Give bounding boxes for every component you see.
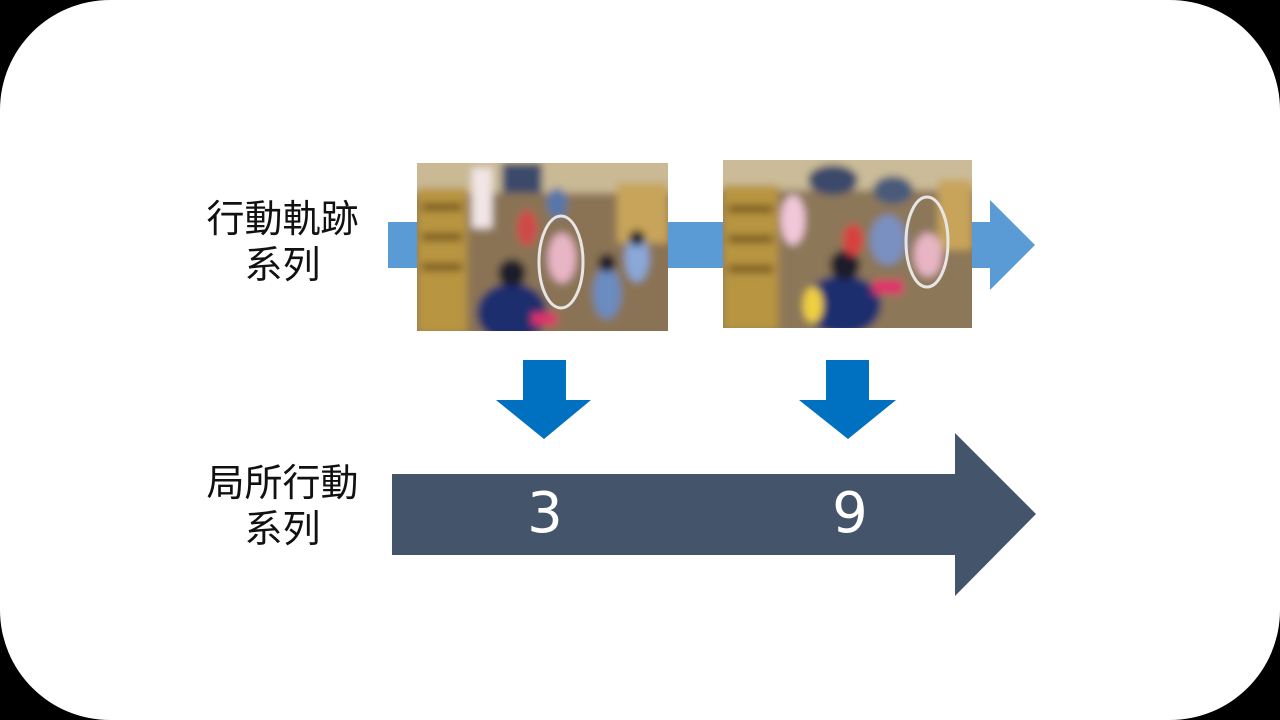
down-arrow-1 bbox=[496, 360, 591, 439]
trajectory-label-line2: 系列 bbox=[244, 243, 321, 287]
highlight-ellipse-1 bbox=[537, 214, 585, 310]
top-arrow-head bbox=[972, 200, 1035, 290]
trajectory-sequence-label: 行動軌跡 系列 bbox=[190, 196, 375, 288]
local-action-sequence-label: 局所行動 系列 bbox=[190, 460, 375, 552]
classroom-photo-2 bbox=[723, 160, 972, 328]
top-arrow-segment-middle bbox=[668, 222, 724, 268]
local-label-line1: 局所行動 bbox=[206, 461, 359, 505]
timeline-arrow bbox=[392, 433, 1036, 596]
trajectory-label-line1: 行動軌跡 bbox=[206, 197, 359, 241]
classroom-photo-1 bbox=[417, 163, 668, 331]
video-frame-1 bbox=[417, 163, 668, 331]
highlight-ellipse-2 bbox=[904, 195, 950, 289]
top-arrow-segment-left bbox=[388, 222, 418, 268]
video-frame-2 bbox=[723, 160, 972, 328]
sequence-value-2: 9 bbox=[832, 481, 868, 546]
sequence-value-1: 3 bbox=[527, 481, 563, 546]
local-label-line2: 系列 bbox=[244, 507, 321, 551]
down-arrow-2 bbox=[799, 360, 896, 439]
